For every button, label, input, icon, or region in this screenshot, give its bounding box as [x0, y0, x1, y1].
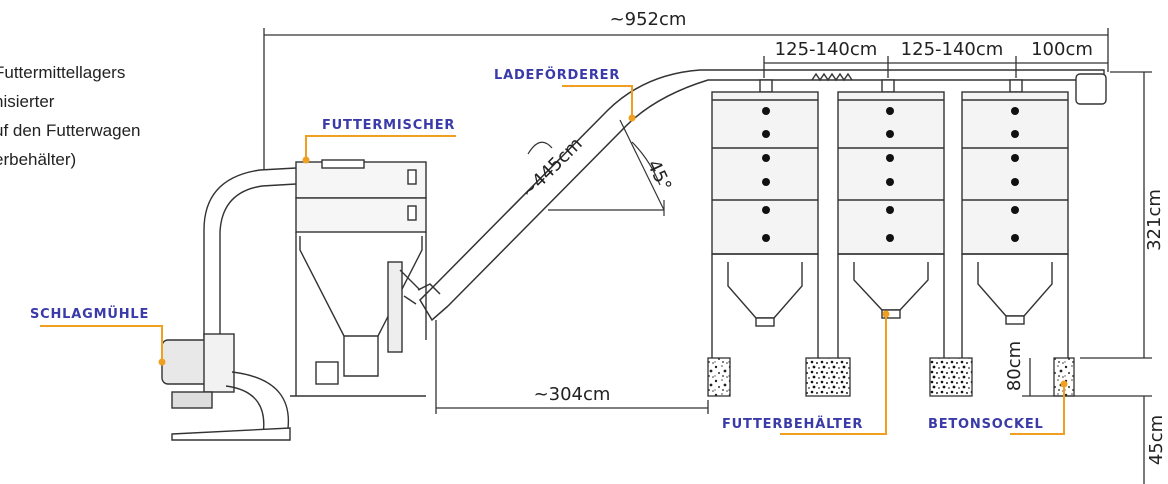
ladefoerderer-label: LADEFÖRDERER — [494, 67, 620, 83]
label-schlagmuehle: SCHLAGMÜHLE — [30, 306, 166, 366]
extra-height-label: 45cm — [1146, 415, 1167, 465]
silo-height-label: 321cm — [1144, 189, 1165, 251]
feed-silo-2 — [837, 91, 945, 358]
height-dimensions — [1022, 71, 1152, 484]
conveyor-angle-label: 45° — [643, 157, 676, 195]
description-line: Futtermittellagers — [0, 63, 126, 82]
spacing-1-label: 125-140cm — [775, 39, 878, 60]
feed-silo-3 — [961, 91, 1069, 358]
feed-mixer — [290, 159, 427, 397]
loading-conveyor — [417, 69, 745, 322]
description-text: Futtermittellagers nisierter uf den Futt… — [0, 58, 140, 174]
horizontal-distance-dimension — [435, 320, 709, 414]
total-length-dimension: ~952cm — [263, 9, 1109, 170]
total-length-label: ~952cm — [610, 9, 687, 30]
label-futterbehaelter: FUTTERBEHÄLTER — [722, 310, 890, 435]
schlagmuehle-label: SCHLAGMÜHLE — [30, 306, 149, 322]
horizontal-distance-label: ~304cm — [534, 384, 611, 405]
description-line: nisierter — [0, 92, 55, 111]
description-line: uf den Futterwagen — [0, 121, 141, 140]
label-betonsockel: BETONSOCKEL — [928, 380, 1068, 435]
futtermischer-label: FUTTERMISCHER — [322, 118, 455, 133]
description-line: erbehälter) — [0, 150, 77, 169]
futterbehaelter-label: FUTTERBEHÄLTER — [722, 416, 863, 432]
silo-spacing-dimensions: 125-140cm 125-140cm 100cm — [763, 39, 1108, 78]
spacing-3-label: 100cm — [1031, 39, 1093, 60]
conveyor-length-label: ~445cm — [518, 134, 587, 203]
hammer-mill — [161, 167, 297, 441]
label-futtermischer: FUTTERMISCHER — [302, 118, 456, 164]
top-conveyor — [745, 69, 1107, 105]
concrete-bases — [707, 357, 1075, 397]
betonsockel-label: BETONSOCKEL — [928, 417, 1044, 432]
silo-level-indicators — [762, 107, 1019, 242]
feed-silo-1 — [711, 91, 819, 358]
label-ladefoerderer: LADEFÖRDERER — [494, 67, 636, 122]
angle-indicator — [527, 119, 665, 216]
base-height-label: 80cm — [1004, 341, 1025, 391]
spacing-2-label: 125-140cm — [901, 39, 1004, 60]
